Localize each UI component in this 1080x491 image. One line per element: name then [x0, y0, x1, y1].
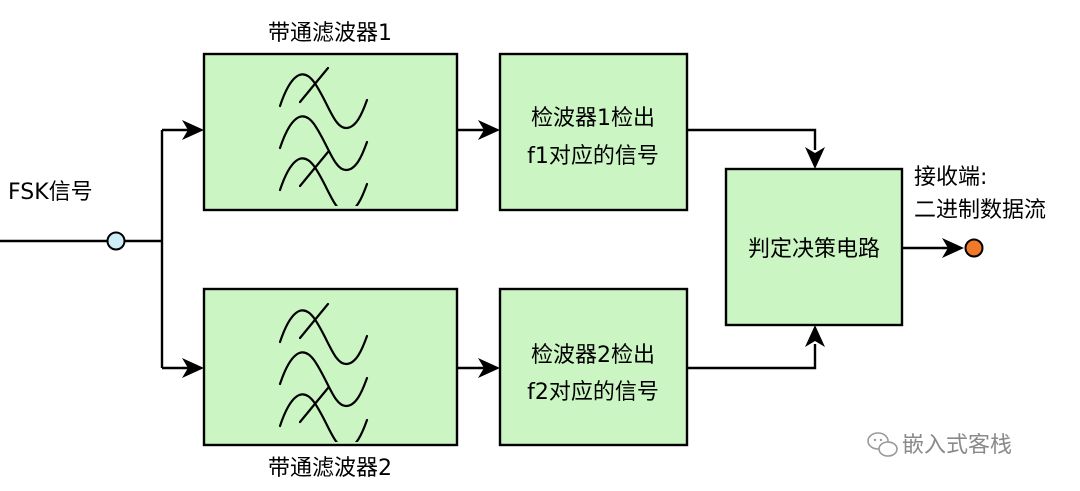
output-arrow	[942, 238, 964, 258]
to-filter2-arrow	[182, 358, 204, 378]
filter2-title: 带通滤波器2	[268, 456, 392, 481]
filter2-to-detector2-arrow	[478, 358, 500, 378]
input-node	[106, 231, 126, 251]
detector1-to-decision-arrow	[805, 147, 825, 169]
detector1-block	[498, 52, 689, 212]
watermark-text: 嵌入式客栈	[902, 433, 1012, 458]
bandpass-filter1-block	[202, 52, 459, 212]
detector1-label-line1: 检波器1检出	[531, 106, 655, 131]
filter1-to-detector1-arrow	[478, 120, 500, 140]
output-label-line2: 二进制数据流	[914, 198, 1046, 223]
detector2-to-decision-wire	[687, 344, 817, 370]
wechat-icon	[867, 432, 898, 457]
detector2-label-line1: 检波器2检出	[531, 343, 655, 368]
detector1-label-line2: f1对应的信号	[527, 144, 659, 169]
filter1-title: 带通滤波器1	[268, 21, 392, 46]
detector2-block	[498, 287, 689, 447]
detector2-to-decision-arrow	[805, 325, 825, 347]
output-node	[964, 238, 984, 258]
detector1-to-decision-wire	[687, 128, 817, 150]
detector2-label-line2: f2对应的信号	[527, 380, 659, 405]
decision-label: 判定决策电路	[748, 237, 880, 262]
bandpass-filter2-block	[202, 287, 459, 447]
input-label: FSK信号	[8, 180, 93, 205]
decision-circuit-block	[724, 167, 904, 327]
to-filter1-arrow	[182, 120, 204, 140]
output-label-line1: 接收端:	[914, 165, 987, 190]
